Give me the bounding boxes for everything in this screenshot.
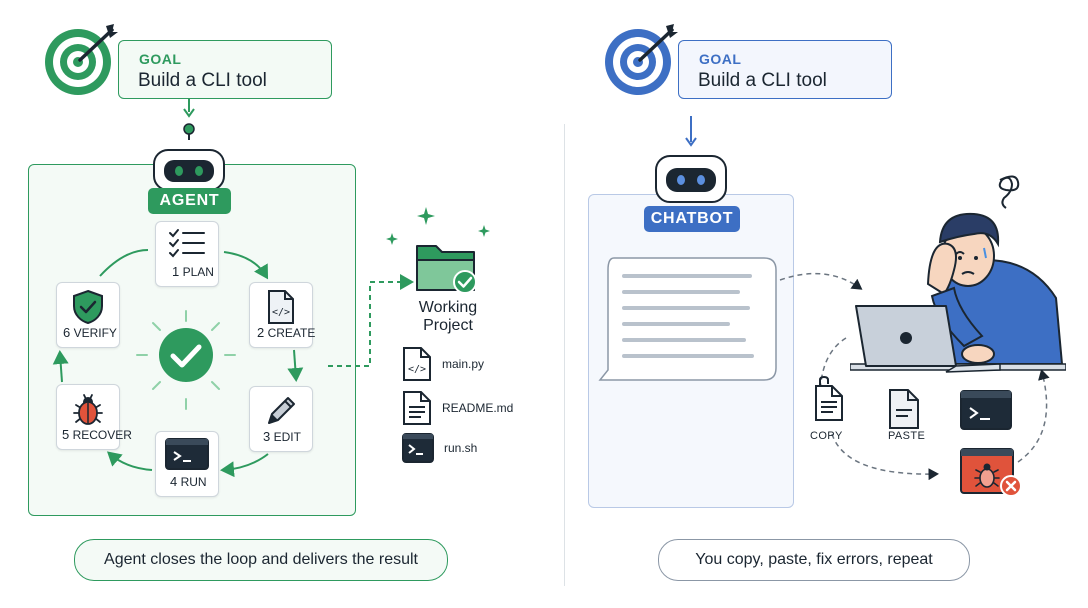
chatbot-robot-icon: [652, 152, 730, 206]
agent-label: AGENT: [148, 188, 231, 214]
file-run-sh-name: run.sh: [444, 441, 478, 455]
paste-action: [886, 388, 922, 430]
sparkle-icons: [386, 207, 490, 245]
right-goal-text: Build a CLI tool: [698, 70, 827, 91]
shield-check-icon: [73, 289, 103, 325]
chat-message-bubble: [598, 256, 778, 382]
left-goal-box: GOAL Build a CLI tool: [118, 40, 332, 99]
copy-action: [806, 375, 846, 438]
step-run-number: 4: [170, 474, 178, 489]
agent-output-arrow: [328, 274, 414, 367]
agent-robot-icon: [150, 142, 228, 192]
copy-document-icon: [815, 375, 843, 421]
step-edit-card: 3 EDIT: [249, 386, 313, 452]
working-project-title-line1: Working: [418, 299, 478, 316]
step-edit-name: EDIT: [273, 430, 301, 444]
step-create-number: 2: [257, 325, 265, 340]
working-project-title: Working Project: [400, 299, 496, 335]
right-terminal-icon: [960, 390, 1012, 430]
paste-label: PASTE: [888, 430, 926, 442]
right-goal-label: GOAL: [699, 51, 742, 67]
step-recover-number: 5: [62, 427, 70, 442]
left-goal-connector: [183, 98, 195, 140]
error-window-icon: [960, 448, 1024, 498]
working-project-folder-icon: [414, 238, 482, 298]
bug-icon: [73, 394, 103, 425]
terminal-icon: [165, 438, 209, 470]
step-create-card: </> 2 CREATE: [249, 282, 316, 348]
file-readme-name: README.md: [442, 401, 514, 415]
pencil-icon: [268, 397, 295, 424]
right-goal-target-icon: [604, 22, 684, 98]
file-run-sh: run.sh: [402, 433, 477, 463]
paste-document-icon: [889, 389, 919, 429]
step-plan-number: 1: [172, 264, 180, 279]
svg-text:</>: </>: [408, 364, 426, 375]
step-verify-card: 6 VERIFY: [56, 282, 120, 348]
step-recover-card: 5 RECOVER: [56, 384, 132, 450]
right-caption: You copy, paste, fix errors, repeat: [658, 539, 970, 581]
file-readme: README.md: [402, 390, 513, 426]
right-goal-box: GOAL Build a CLI tool: [678, 40, 892, 99]
copy-label: COPY: [810, 430, 843, 442]
step-plan-name: PLAN: [182, 265, 214, 279]
shell-script-icon: [402, 433, 434, 463]
step-create-name: CREATE: [267, 326, 316, 340]
svg-text:</>: </>: [272, 307, 290, 318]
step-run-card: 4 RUN: [155, 431, 219, 497]
python-file-icon: </>: [403, 347, 431, 381]
step-edit-number: 3: [263, 429, 271, 444]
copy-paste-cycle-arrows: [779, 272, 1050, 481]
agent-loop-arrows: [52, 249, 304, 478]
left-caption: Agent closes the loop and delivers the r…: [74, 539, 448, 581]
left-goal-text: Build a CLI tool: [138, 70, 267, 91]
chatbot-label: CHATBOT: [644, 206, 740, 232]
step-verify-name: VERIFY: [73, 326, 117, 340]
step-verify-number: 6: [63, 325, 71, 340]
step-recover-name: RECOVER: [72, 428, 132, 442]
step-plan-card: 1 PLAN: [155, 221, 219, 287]
left-goal-label: GOAL: [139, 51, 182, 67]
right-goal-connector: [685, 116, 697, 147]
frustrated-user-illustration: [849, 168, 1067, 378]
working-project-title-line2: Project: [423, 317, 473, 334]
step-run-name: RUN: [180, 475, 207, 489]
file-main-py: </> main.py: [402, 346, 484, 382]
document-file-icon: [403, 391, 431, 425]
code-file-icon: </>: [268, 290, 294, 324]
left-goal-target-icon: [44, 22, 124, 98]
center-checkmark-icon: [136, 310, 236, 410]
checklist-icon: [169, 229, 205, 258]
file-main-py-name: main.py: [442, 357, 485, 371]
center-divider: [564, 124, 565, 586]
